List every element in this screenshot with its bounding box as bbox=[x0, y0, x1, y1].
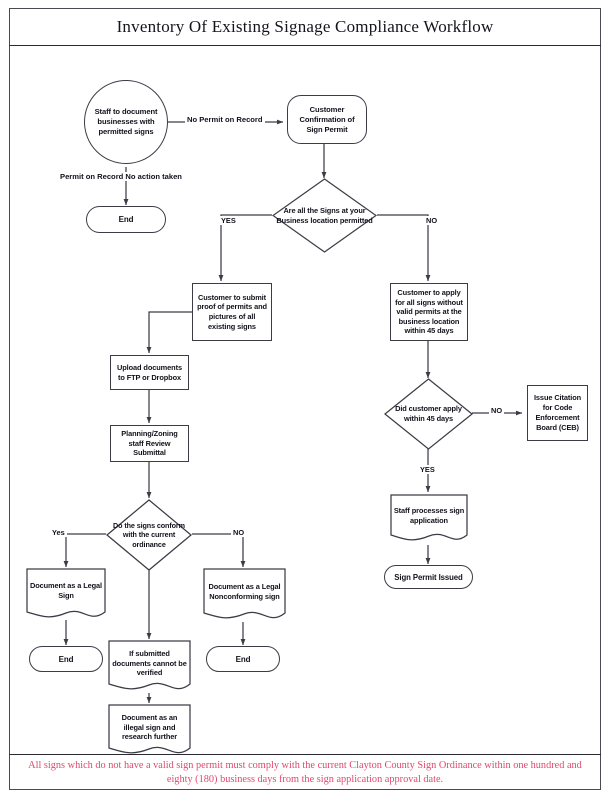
document-shape bbox=[108, 640, 191, 690]
node-label: End bbox=[118, 215, 134, 224]
footer-note: All signs which do not have a valid sign… bbox=[28, 759, 582, 785]
node-label: Sign Permit Issued bbox=[394, 572, 463, 582]
node-label: Upload documents to FTP or Dropbox bbox=[117, 362, 182, 382]
page-footer-bar: All signs which do not have a valid sign… bbox=[9, 754, 601, 790]
node-issue-citation-ceb[interactable]: Issue Citation for Code Enforcement Boar… bbox=[527, 385, 588, 441]
page-title: Inventory Of Existing Signage Compliance… bbox=[116, 16, 494, 36]
node-label: Customer to apply for all signs without … bbox=[395, 288, 463, 336]
node-label: End bbox=[58, 654, 74, 664]
node-label: Planning/Zoning staff Review Submittal bbox=[121, 428, 178, 458]
diamond-shape bbox=[106, 499, 192, 571]
node-document-unverified[interactable]: If submitted documents cannot be verifie… bbox=[108, 640, 191, 695]
node-sign-permit-issued[interactable]: Sign Permit Issued bbox=[384, 565, 473, 589]
node-decision-signs-permitted[interactable]: Are all the Signs at your Business locat… bbox=[272, 178, 377, 253]
edge-label-conform-no: NO bbox=[231, 528, 247, 537]
node-planning-zoning-review[interactable]: Planning/Zoning staff Review Submittal bbox=[110, 425, 189, 462]
node-document-legal-nonconforming[interactable]: Document as a Legal Nonconforming sign bbox=[203, 568, 286, 624]
node-label: Customer to submit proof of permits and … bbox=[197, 292, 267, 331]
node-label: Are all the Signs at your Business locat… bbox=[276, 206, 373, 225]
node-label: End bbox=[235, 654, 251, 664]
node-label: Document as a Legal Sign bbox=[29, 581, 103, 600]
node-end-left[interactable]: End bbox=[29, 646, 103, 672]
node-document-illegal-sign[interactable]: Document as an illegal sign and research… bbox=[108, 704, 191, 759]
node-label: Customer Confirmation of Sign Permit bbox=[299, 104, 355, 134]
node-decision-signs-conform[interactable]: Do the signs conform with the current or… bbox=[106, 499, 192, 571]
page-title-bar: Inventory Of Existing Signage Compliance… bbox=[9, 8, 601, 46]
edge-label-no-permit-on-record: No Permit on Record bbox=[185, 115, 265, 124]
document-shape bbox=[108, 704, 191, 754]
document-shape bbox=[26, 568, 106, 618]
node-label: Staff processes sign application bbox=[393, 505, 465, 525]
node-label: Document as an illegal sign and research… bbox=[121, 712, 178, 742]
node-customer-apply-45-days[interactable]: Customer to apply for all signs without … bbox=[390, 283, 468, 341]
node-customer-submit-proof[interactable]: Customer to submit proof of permits and … bbox=[192, 283, 272, 341]
node-document-legal-sign[interactable]: Document as a Legal Sign bbox=[26, 568, 106, 622]
edge-label-permit-on-record: Permit on Record No action taken bbox=[58, 172, 184, 181]
node-label: Document as a Legal Nonconforming sign bbox=[208, 582, 281, 601]
node-label: Do the signs conform with the current or… bbox=[113, 521, 185, 549]
document-shape bbox=[390, 494, 468, 541]
diamond-shape bbox=[272, 178, 377, 253]
node-staff-document-businesses[interactable]: Staff to document businesses with permit… bbox=[84, 80, 168, 164]
node-end-right[interactable]: End bbox=[206, 646, 280, 672]
node-decision-apply-within-45[interactable]: Did customer apply within 45 days bbox=[384, 378, 473, 450]
node-label: Did customer apply within 45 days bbox=[395, 404, 462, 423]
node-upload-documents[interactable]: Upload documents to FTP or Dropbox bbox=[110, 355, 189, 390]
edge-label-conform-yes: Yes bbox=[50, 528, 67, 537]
edge-label-permitted-yes: YES bbox=[219, 216, 238, 225]
node-label: Staff to document businesses with permit… bbox=[94, 107, 158, 136]
node-customer-confirmation[interactable]: Customer Confirmation of Sign Permit bbox=[287, 95, 367, 144]
edge-label-apply45-no: NO bbox=[489, 406, 505, 415]
document-shape bbox=[203, 568, 286, 619]
edge-label-permitted-no: NO bbox=[424, 216, 440, 225]
node-staff-processes-application[interactable]: Staff processes sign application bbox=[390, 494, 468, 545]
node-label: Issue Citation for Code Enforcement Boar… bbox=[533, 393, 582, 432]
node-label: If submitted documents cannot be verifie… bbox=[112, 648, 187, 678]
edge-label-apply45-yes: YES bbox=[418, 465, 437, 474]
node-end-top[interactable]: End bbox=[86, 206, 166, 233]
diamond-shape bbox=[384, 378, 473, 450]
